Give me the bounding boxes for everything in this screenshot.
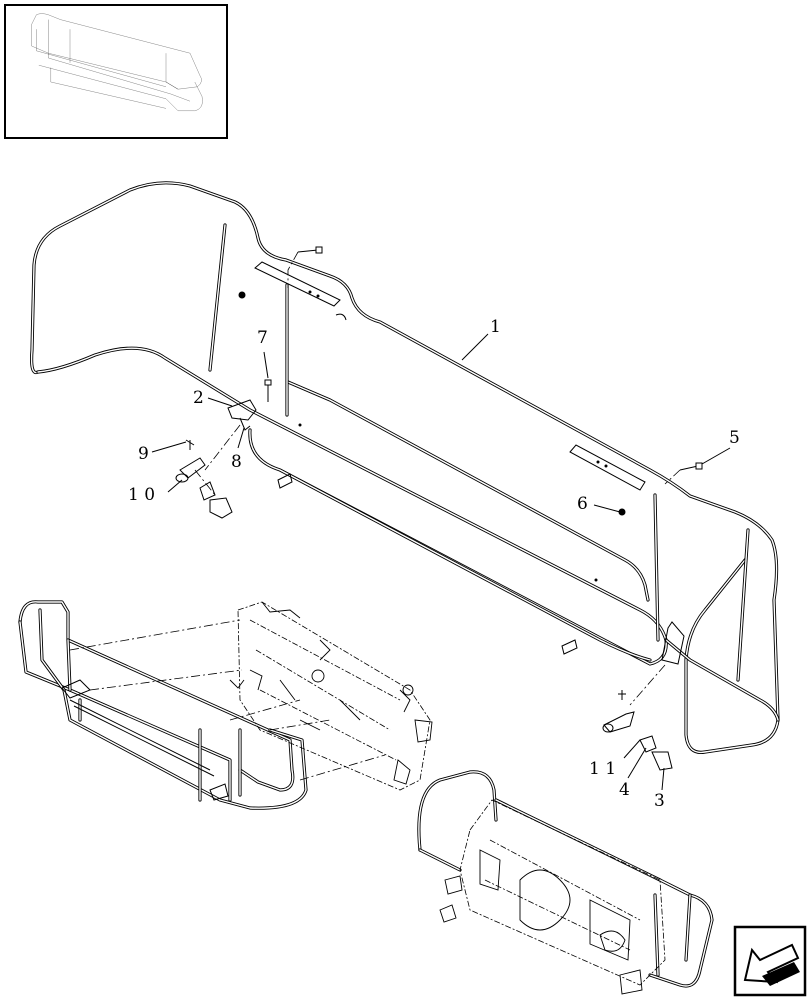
- callout-11: 1 1: [589, 739, 641, 779]
- svg-text:1 0: 1 0: [128, 485, 155, 505]
- guard-rail-frame: [30, 181, 780, 754]
- callout-9: 9: [138, 441, 187, 464]
- callout-1: 1: [461, 317, 501, 361]
- callout-5: 5: [701, 428, 740, 465]
- assembly-view-left: [18, 600, 433, 810]
- callout-4: 4: [619, 747, 647, 800]
- nut-left-icon: [238, 291, 246, 299]
- right-bracket-hardware: [602, 621, 685, 771]
- svg-text:8: 8: [231, 452, 242, 472]
- svg-text:2: 2: [193, 388, 204, 408]
- callout-8: 8: [231, 427, 245, 472]
- assembly-overview-thumbnail[interactable]: [4, 4, 228, 139]
- bolt-right-icon: [664, 462, 703, 485]
- svg-text:9: 9: [138, 444, 149, 464]
- nut-right-icon: [618, 508, 626, 516]
- svg-text:4: 4: [619, 780, 630, 800]
- assembly-view-right: [417, 770, 714, 995]
- callout-3: 3: [654, 767, 665, 811]
- previous-page-arrow-icon[interactable]: [733, 925, 807, 997]
- callout-7: 7: [257, 328, 269, 379]
- callout-2: 2: [193, 388, 233, 408]
- svg-text:1 1: 1 1: [589, 759, 616, 779]
- svg-text:6: 6: [577, 494, 588, 514]
- svg-text:7: 7: [257, 328, 268, 348]
- svg-text:3: 3: [654, 791, 665, 811]
- left-bracket-hardware: [175, 379, 272, 519]
- svg-text:1: 1: [490, 317, 501, 337]
- callout-10: 1 0: [128, 479, 183, 505]
- bolt-top-left-icon: [287, 246, 323, 288]
- svg-text:5: 5: [729, 428, 740, 448]
- callout-6: 6: [577, 494, 621, 514]
